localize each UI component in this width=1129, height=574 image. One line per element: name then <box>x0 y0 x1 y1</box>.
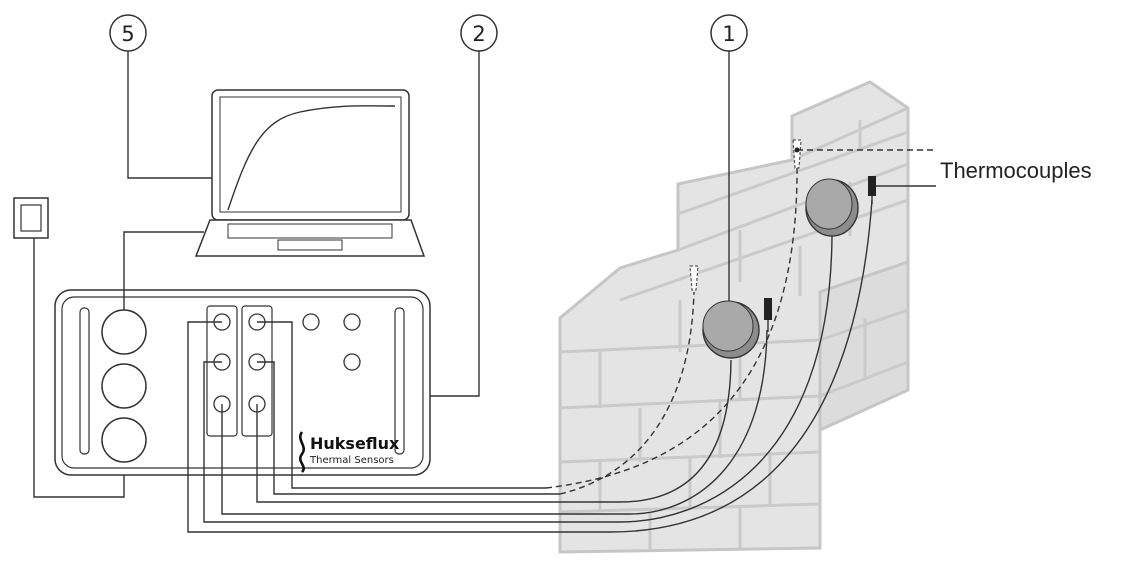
small-connector <box>302 313 320 331</box>
cable-e <box>257 361 560 495</box>
thermocouples-label: Thermocouples <box>940 158 1092 183</box>
thermocouples-dot-top <box>794 147 800 153</box>
callout-5-number: 5 <box>121 22 134 46</box>
cable-a <box>187 199 873 533</box>
measurement-unit: Hukseflux Thermal Sensors <box>54 289 431 476</box>
brand-name: Hukseflux <box>310 434 400 453</box>
left-vent-slot <box>79 307 90 455</box>
logo-wave-icon <box>299 431 305 473</box>
thermocouple-probe-back-1 <box>689 265 699 291</box>
right-vent-slot <box>394 307 405 455</box>
brick-lines <box>559 106 909 550</box>
cable-b <box>203 235 833 523</box>
hukseflux-logo: Hukseflux Thermal Sensors <box>299 431 400 473</box>
laptop-trackpad <box>277 239 343 251</box>
callout-2-number: 2 <box>472 22 485 46</box>
heat-flux-sensor-1 <box>702 300 760 359</box>
large-connector-3 <box>101 417 147 463</box>
large-connector-2 <box>101 363 147 409</box>
unit-case-inner <box>61 296 424 469</box>
small-connector <box>343 313 361 331</box>
brand-subtitle: Thermal Sensors <box>309 455 394 466</box>
small-connector <box>343 353 361 371</box>
callout-1-number: 1 <box>722 22 735 46</box>
thermocouples-dot-bottom <box>870 183 876 189</box>
laptop-screen <box>219 96 402 213</box>
heat-flux-sensor-2 <box>805 178 859 237</box>
callout-2: 2 <box>460 14 498 52</box>
callout-1: 1 <box>710 14 748 52</box>
thermocouple-probe-back-2 <box>792 139 802 169</box>
cable-c <box>221 329 768 515</box>
large-connector-1 <box>101 309 147 355</box>
dashed-cable-2 <box>545 159 798 489</box>
response-curve <box>227 105 396 211</box>
callout-5-leader <box>127 51 233 179</box>
power-outlet <box>13 197 49 239</box>
laptop-keyboard <box>227 223 393 239</box>
laptop <box>194 89 426 257</box>
sensor-cables <box>187 159 873 533</box>
laptop-data-cable <box>123 231 204 310</box>
thermocouple-probe-front-1 <box>764 298 772 332</box>
cable-f <box>257 321 546 489</box>
dashed-cable-1 <box>559 291 695 495</box>
callout-5: 5 <box>109 14 147 52</box>
